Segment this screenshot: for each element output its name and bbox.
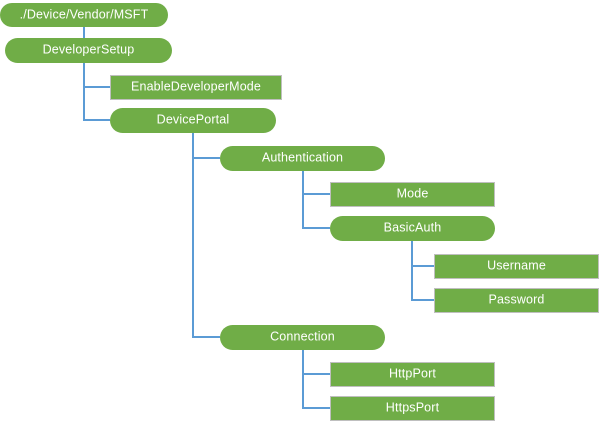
tree-node-device-portal[interactable]: DevicePortal (110, 108, 276, 133)
tree-node-https-port[interactable]: HttpsPort (330, 396, 495, 421)
tree-node-label: Connection (270, 329, 335, 344)
tree-node-mode[interactable]: Mode (330, 182, 495, 207)
connector-authentication-to-mode (302, 171, 330, 195)
tree-node-label: Authentication (261, 150, 344, 165)
tree-node-http-port[interactable]: HttpPort (330, 362, 495, 387)
connector-authentication-to-basic-auth (302, 171, 330, 229)
tree-node-label: BasicAuth (383, 220, 442, 235)
connector-basic-auth-to-password (411, 241, 434, 301)
connector-connection-to-https-port (302, 350, 330, 409)
tree-node-label: Password (488, 292, 545, 307)
tree-node-authentication[interactable]: Authentication (220, 146, 385, 171)
tree-node-label: HttpPort (388, 366, 437, 381)
tree-node-label: DeveloperSetup (42, 42, 135, 57)
connector-device-portal-to-authentication (192, 133, 220, 159)
tree-node-label: DevicePortal (156, 112, 230, 127)
tree-node-enable-developer-mode[interactable]: EnableDeveloperMode (110, 75, 282, 100)
tree-node-password[interactable]: Password (434, 288, 599, 313)
tree-node-label: HttpsPort (385, 400, 440, 415)
connector-developer-setup-to-enable-developer-mode (83, 63, 110, 88)
tree-node-label: EnableDeveloperMode (130, 79, 262, 94)
connector-device-portal-to-connection (192, 133, 220, 338)
tree-node-label: Mode (396, 186, 429, 201)
tree-node-developer-setup[interactable]: DeveloperSetup (5, 38, 172, 63)
tree-node-label: Username (487, 258, 546, 273)
tree-node-root[interactable]: ./Device/Vendor/MSFT (0, 3, 168, 27)
connector-basic-auth-to-username (411, 241, 434, 267)
tree-node-username[interactable]: Username (434, 254, 599, 279)
connector-connection-to-http-port (302, 350, 330, 375)
tree-node-label: ./Device/Vendor/MSFT (19, 7, 149, 22)
connector-developer-setup-to-device-portal (83, 63, 110, 121)
tree-node-basic-auth[interactable]: BasicAuth (330, 216, 495, 241)
tree-node-connection[interactable]: Connection (220, 325, 385, 350)
